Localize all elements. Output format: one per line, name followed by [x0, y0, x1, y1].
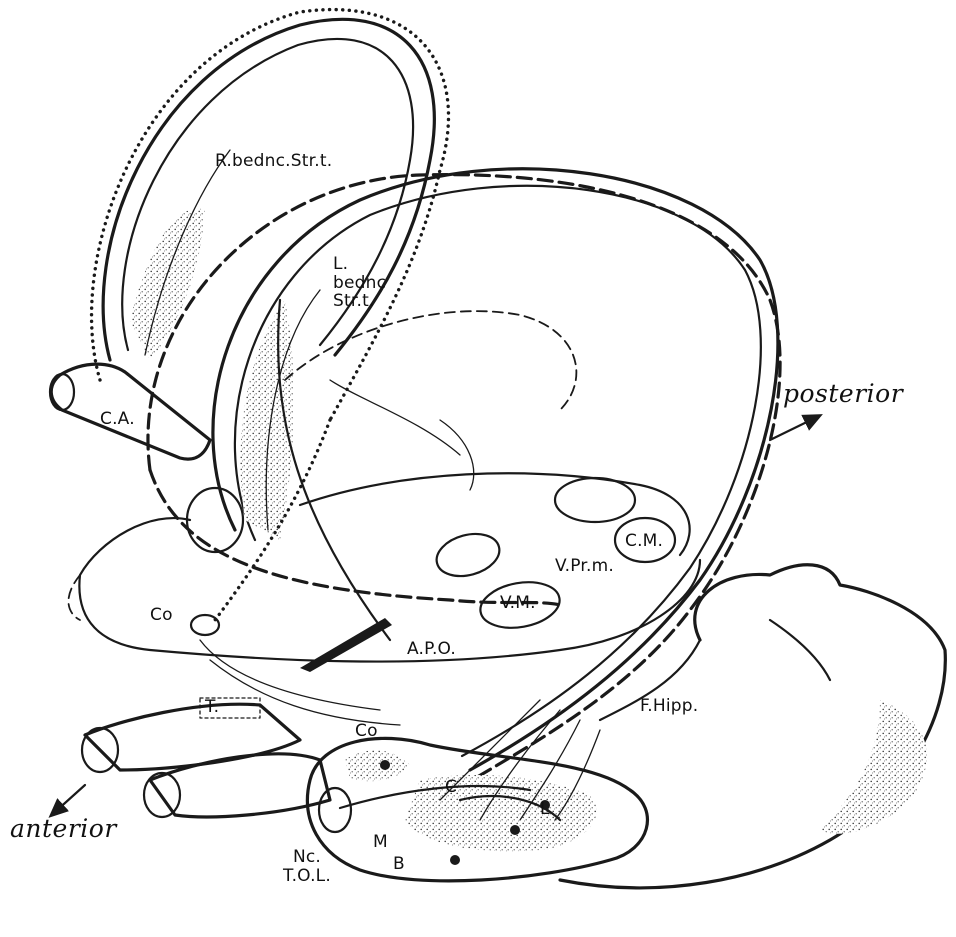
label-l: L — [540, 800, 550, 819]
label-co-left: Co — [150, 606, 173, 625]
label-cm: C.M. — [625, 532, 663, 551]
label-apo: A.P.O. — [407, 640, 456, 659]
label-anterior: anterior — [10, 815, 117, 843]
label-c: C — [445, 778, 457, 797]
label-vm: V.M. — [500, 594, 536, 613]
hippocampal-formation — [560, 565, 945, 888]
label-b: B — [393, 855, 405, 874]
amygdaloid-complex — [307, 738, 647, 881]
label-r-bednc-str-t: R.bednc.Str.t. — [215, 152, 332, 171]
temporal-stalk — [82, 640, 400, 817]
anterior-arrow — [55, 785, 85, 812]
label-t: T. — [205, 698, 219, 717]
label-f-hipp: F.Hipp. — [640, 697, 698, 716]
label-l-bednc-str-t: L. bednc Str.t. — [333, 255, 386, 311]
co-nucleus-left — [191, 615, 219, 635]
label-ca: C.A. — [100, 410, 135, 429]
label-co-lower: Co — [355, 722, 378, 741]
posterior-arrow — [770, 418, 815, 440]
label-posterior: posterior — [783, 380, 903, 408]
label-m: M — [373, 833, 388, 852]
label-nc-tol: Nc. T.O.L. — [283, 848, 331, 885]
label-vprm: V.Pr.m. — [555, 557, 614, 576]
